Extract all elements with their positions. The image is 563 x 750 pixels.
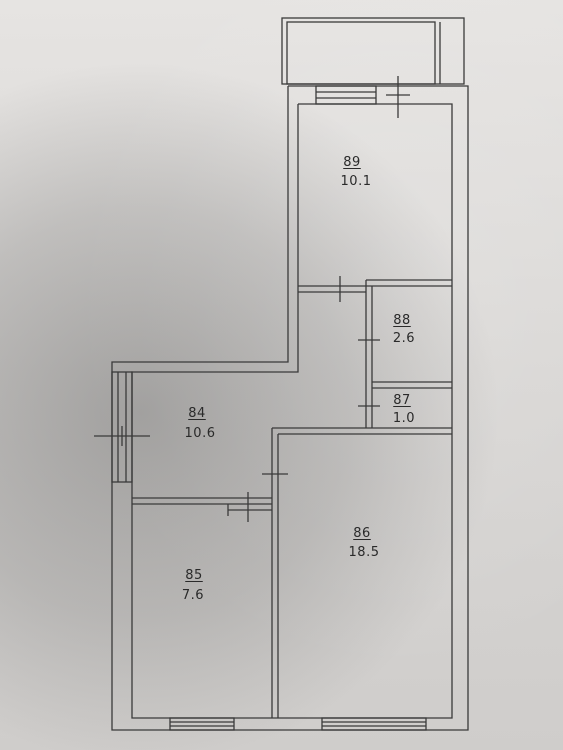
room-85-area: 7.6 [181,588,205,603]
window-bottom-right [321,717,427,731]
room-88-area: 2.6 [392,331,416,346]
outer-walls [111,85,469,731]
room-86-area: 18.5 [348,545,380,560]
room-87-area: 1.0 [392,411,416,426]
wall-89-bottom [298,276,452,302]
window-top [315,76,410,118]
room-88-number: 88 [393,313,411,328]
room-87-number: 87 [393,393,411,408]
room-89-area: 10.1 [340,174,372,189]
window-bottom-left [169,717,235,731]
wall-86 [262,427,452,718]
balcony [281,17,465,85]
room-86-number: 86 [353,526,371,541]
room-89-number: 89 [343,155,361,170]
wall-85 [132,492,272,522]
room-85-number: 85 [185,568,203,583]
window-left [94,371,150,483]
room-84-area: 10.6 [184,426,216,441]
wall-88 [358,279,452,428]
room-84-number: 84 [188,406,206,421]
